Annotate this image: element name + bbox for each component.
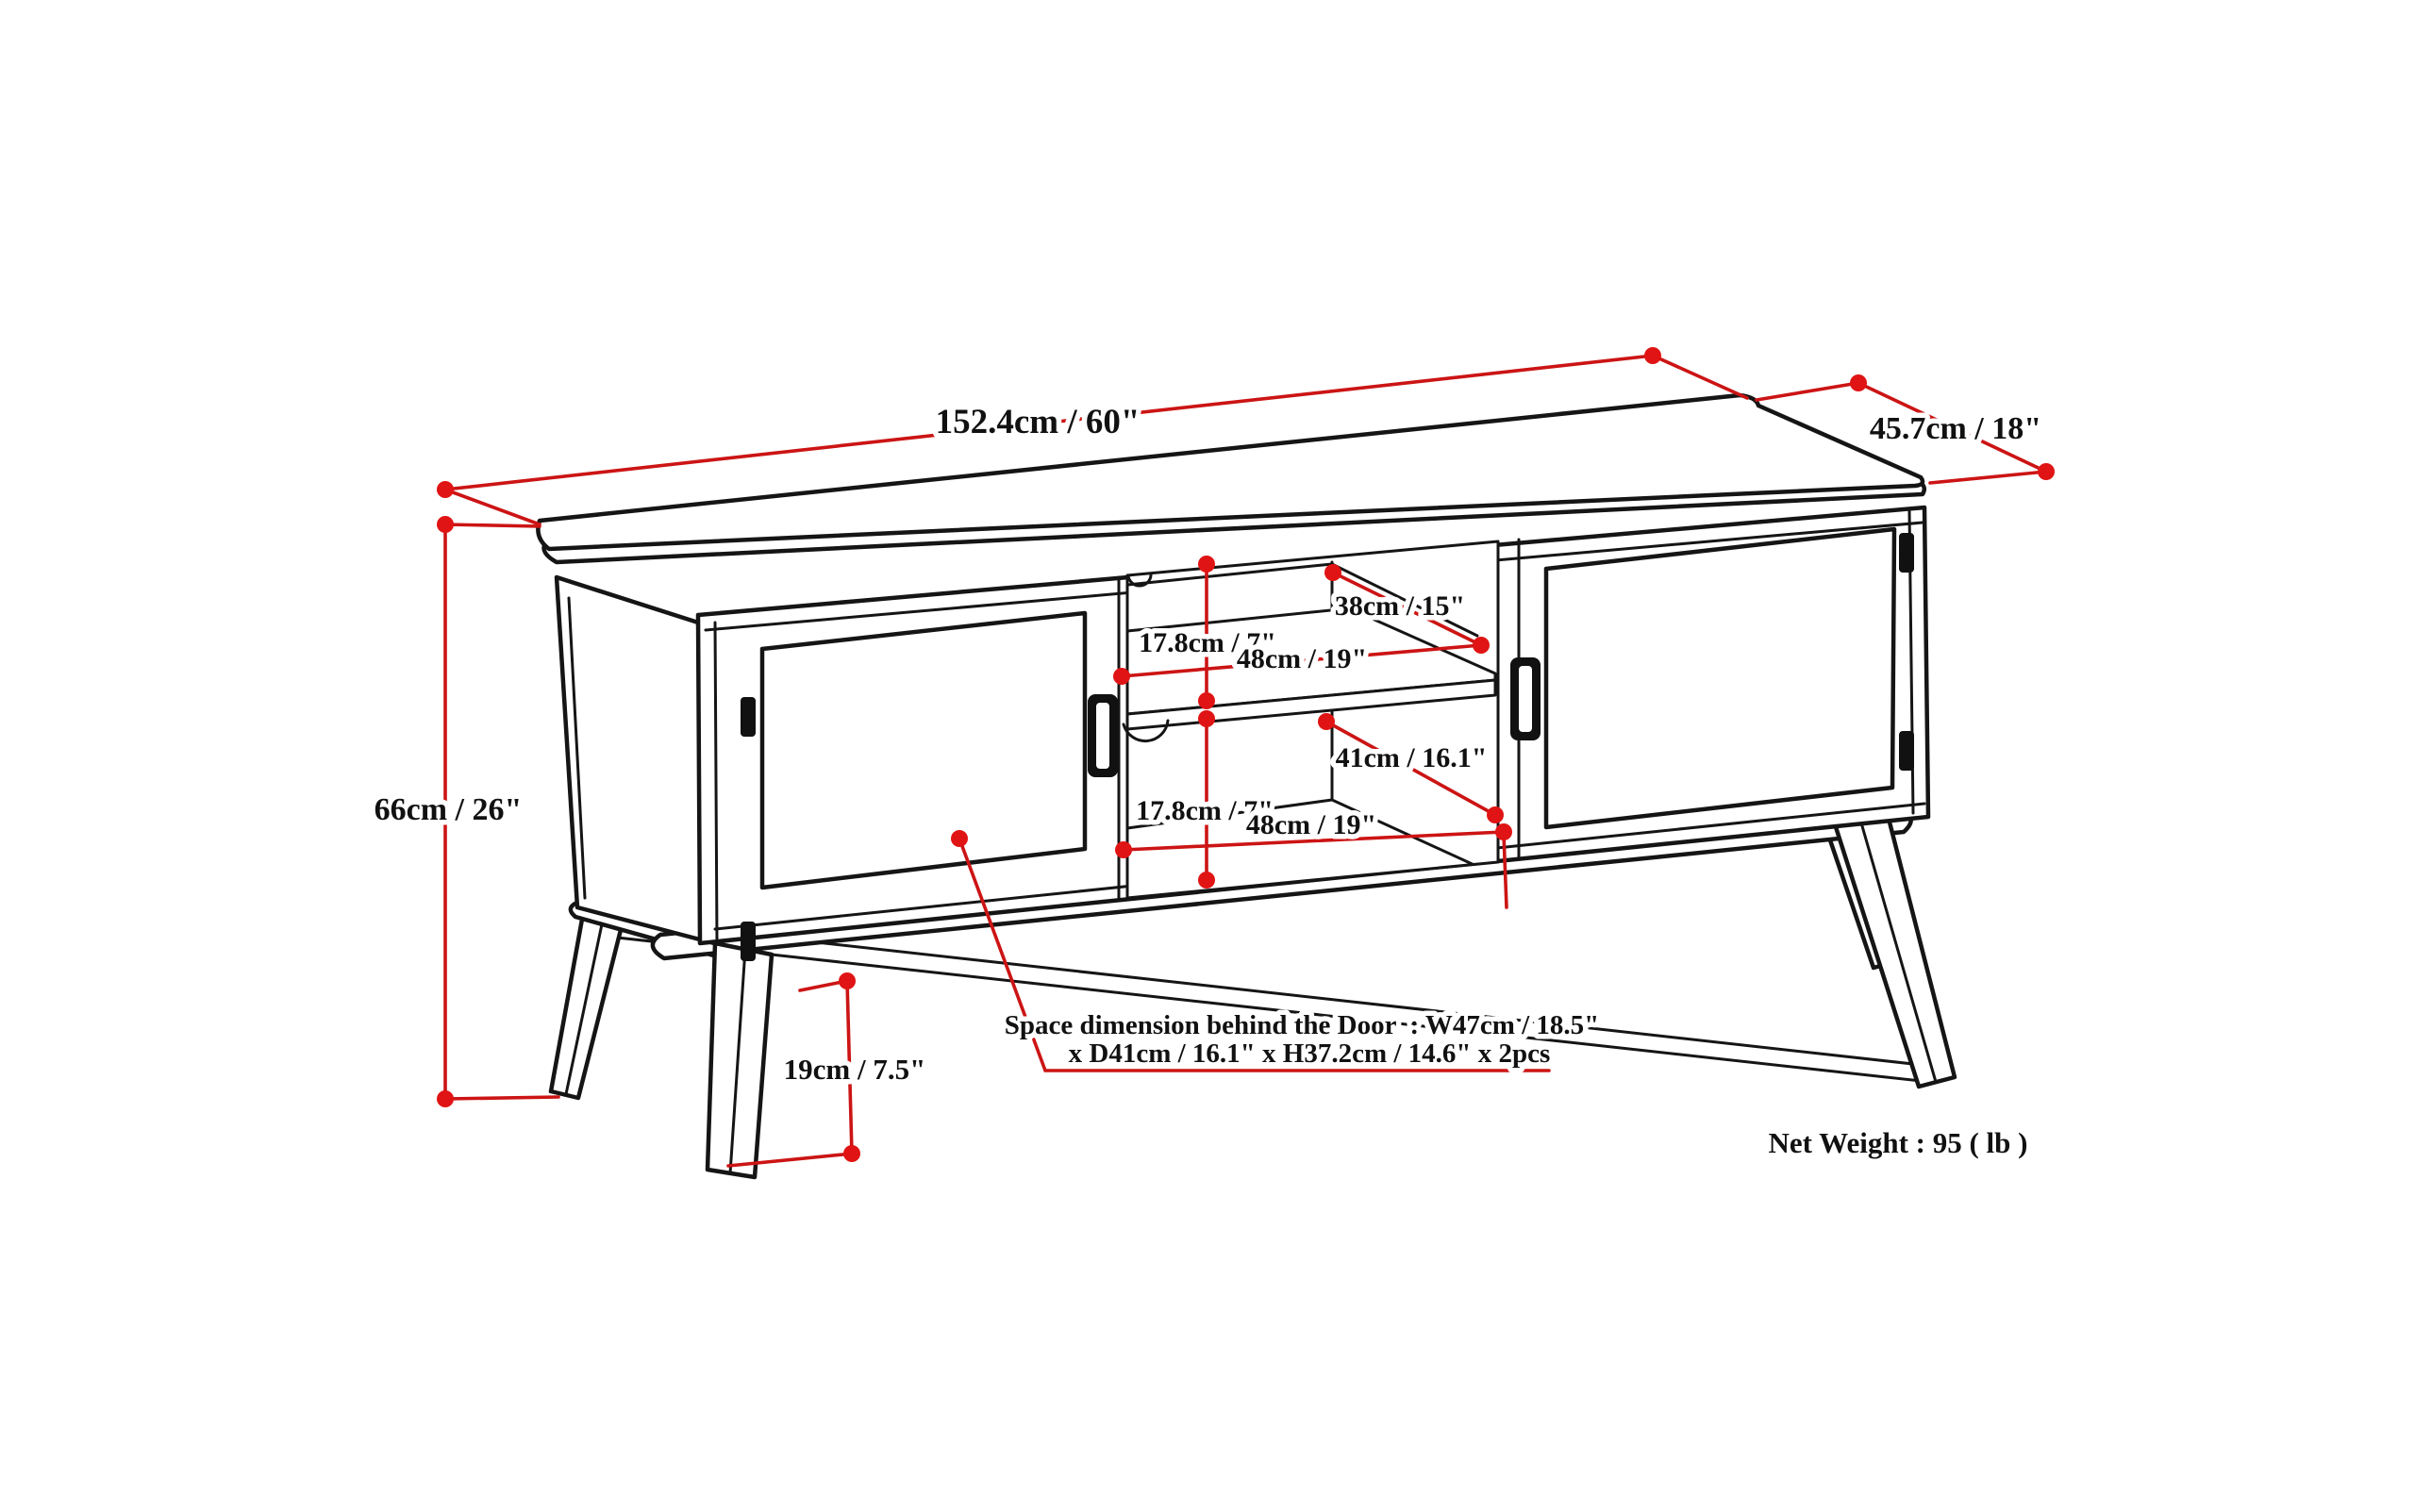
door-space-leader-line bbox=[958, 837, 1551, 1072]
dot-lower-depth-back bbox=[1318, 713, 1335, 730]
lower-depth-label: 41cm / 16.1" bbox=[1336, 742, 1488, 773]
right-door-handle bbox=[1510, 657, 1541, 740]
dimension-lines bbox=[443, 354, 2048, 1168]
dot-leg-top bbox=[839, 972, 856, 989]
dot-door-space bbox=[951, 830, 968, 847]
dim-shelf-depth-line bbox=[1331, 571, 1483, 647]
dim-lower-depth-line bbox=[1324, 720, 1497, 817]
upper-gap-label: 17.8cm / 7" bbox=[1139, 627, 1276, 658]
dot-upper-gap-bottom bbox=[1198, 692, 1215, 709]
dim-depth-line bbox=[1857, 381, 2048, 474]
dot-height-top bbox=[437, 516, 454, 533]
net-weight-label: Net Weight : 95 ( lb ) bbox=[1769, 1126, 2028, 1159]
dot-height-bottom bbox=[437, 1090, 454, 1107]
left-door-handle-slot bbox=[1096, 703, 1109, 769]
dim-width-line bbox=[443, 354, 1655, 491]
left-side-panel-inner-line bbox=[567, 596, 587, 900]
front-left-leg-inner-line bbox=[728, 947, 747, 1175]
door-space-note-line1: Space dimension behind the Door : W47cm … bbox=[1005, 1010, 1600, 1040]
depth-label: 45.7cm / 18" bbox=[1870, 411, 2041, 446]
dot-width-left bbox=[437, 481, 454, 498]
dot-upper-gap-top bbox=[1198, 556, 1215, 573]
front-right-leg-shape bbox=[1827, 801, 1957, 1089]
dim-lower-width-drop bbox=[1502, 832, 1508, 909]
left-stile-line bbox=[713, 621, 719, 943]
front-right-leg bbox=[1827, 801, 1957, 1089]
dot-lower-depth-front bbox=[1487, 806, 1504, 823]
height-label: 66cm / 26" bbox=[375, 792, 523, 827]
dim-depth-connector-back bbox=[1755, 381, 1860, 402]
lower-gap-label: 17.8cm / 7" bbox=[1136, 795, 1274, 826]
dim-width-connector-left bbox=[443, 488, 541, 526]
cable-hole-mid-arc bbox=[1122, 719, 1170, 743]
interior-floor-back-edge bbox=[1127, 798, 1334, 830]
dim-height-connector-bottom bbox=[443, 1095, 560, 1101]
dim-depth-connector-front bbox=[1928, 470, 2048, 485]
dot-lower-width-right bbox=[1495, 823, 1512, 840]
rear-left-leg-shape bbox=[548, 901, 629, 1101]
rear-rail-edge-bottom bbox=[598, 934, 1923, 1083]
dot-depth-front bbox=[2038, 463, 2055, 480]
upper-width-label: 48cm / 19" bbox=[1237, 643, 1367, 674]
left-side-panel-face bbox=[554, 574, 717, 946]
dim-lower-width-line bbox=[1122, 830, 1506, 852]
dot-lower-gap-top bbox=[1198, 710, 1215, 727]
right-door-handle-slot bbox=[1519, 666, 1532, 732]
dot-upper-width-right bbox=[1473, 637, 1490, 654]
top-panel bbox=[536, 392, 1926, 565]
interior-ceiling-depth-edge bbox=[1330, 562, 1479, 638]
dot-depth-back bbox=[1850, 374, 1867, 391]
dot-shelf-depth-back bbox=[1324, 564, 1341, 581]
leg-height-label: 19cm / 7.5" bbox=[784, 1053, 926, 1086]
lower-width-label: 48cm / 19" bbox=[1246, 809, 1376, 840]
right-door-hinge-bottom bbox=[1899, 731, 1914, 771]
left-door-handle bbox=[1088, 694, 1118, 777]
interior-ceiling-back-edge bbox=[1127, 562, 1334, 587]
dim-height-connector-top bbox=[443, 523, 541, 528]
dimension-dots bbox=[437, 347, 2055, 1162]
rear-left-leg-inner-line bbox=[564, 905, 608, 1096]
width-label: 152.4cm / 60" bbox=[936, 403, 1141, 441]
rear-left-leg bbox=[548, 901, 629, 1101]
dot-width-right bbox=[1644, 347, 1661, 364]
dim-leg-connector-bottom bbox=[726, 1152, 854, 1168]
dot-upper-width-left bbox=[1113, 668, 1130, 685]
right-door-hinge-top bbox=[1899, 533, 1914, 573]
cable-hole-top-arc bbox=[1126, 572, 1153, 588]
left-door-hinge-bottom bbox=[741, 922, 756, 961]
front-left-leg-shape bbox=[705, 940, 774, 1180]
dimension-labels: 152.4cm / 60" 45.7cm / 18" 66cm / 26" 17… bbox=[369, 398, 2047, 1165]
dot-lower-width-left bbox=[1115, 841, 1132, 858]
left-door bbox=[741, 610, 1118, 961]
left-door-panel bbox=[759, 610, 1088, 890]
dim-width-connector-right bbox=[1651, 354, 1749, 400]
shelf-depth-label: 38cm / 15" bbox=[1335, 590, 1465, 622]
right-door bbox=[1510, 526, 1914, 830]
dim-leg-line bbox=[845, 979, 854, 1155]
front-left-leg bbox=[705, 940, 774, 1180]
dim-upper-width-line bbox=[1120, 643, 1483, 678]
front-right-leg-inner-line bbox=[1855, 805, 1938, 1084]
dot-lower-gap-bottom bbox=[1198, 872, 1215, 889]
right-door-panel bbox=[1543, 526, 1897, 830]
middle-shelf-front bbox=[1127, 678, 1497, 731]
top-panel-surface bbox=[536, 392, 1925, 552]
door-space-note-line2: x D41cm / 16.1" x H37.2cm / 14.6" x 2pcs bbox=[1069, 1038, 1551, 1069]
left-door-hinge-top bbox=[741, 697, 756, 737]
dot-leg-bottom bbox=[843, 1145, 860, 1162]
left-side-panel bbox=[554, 574, 717, 946]
